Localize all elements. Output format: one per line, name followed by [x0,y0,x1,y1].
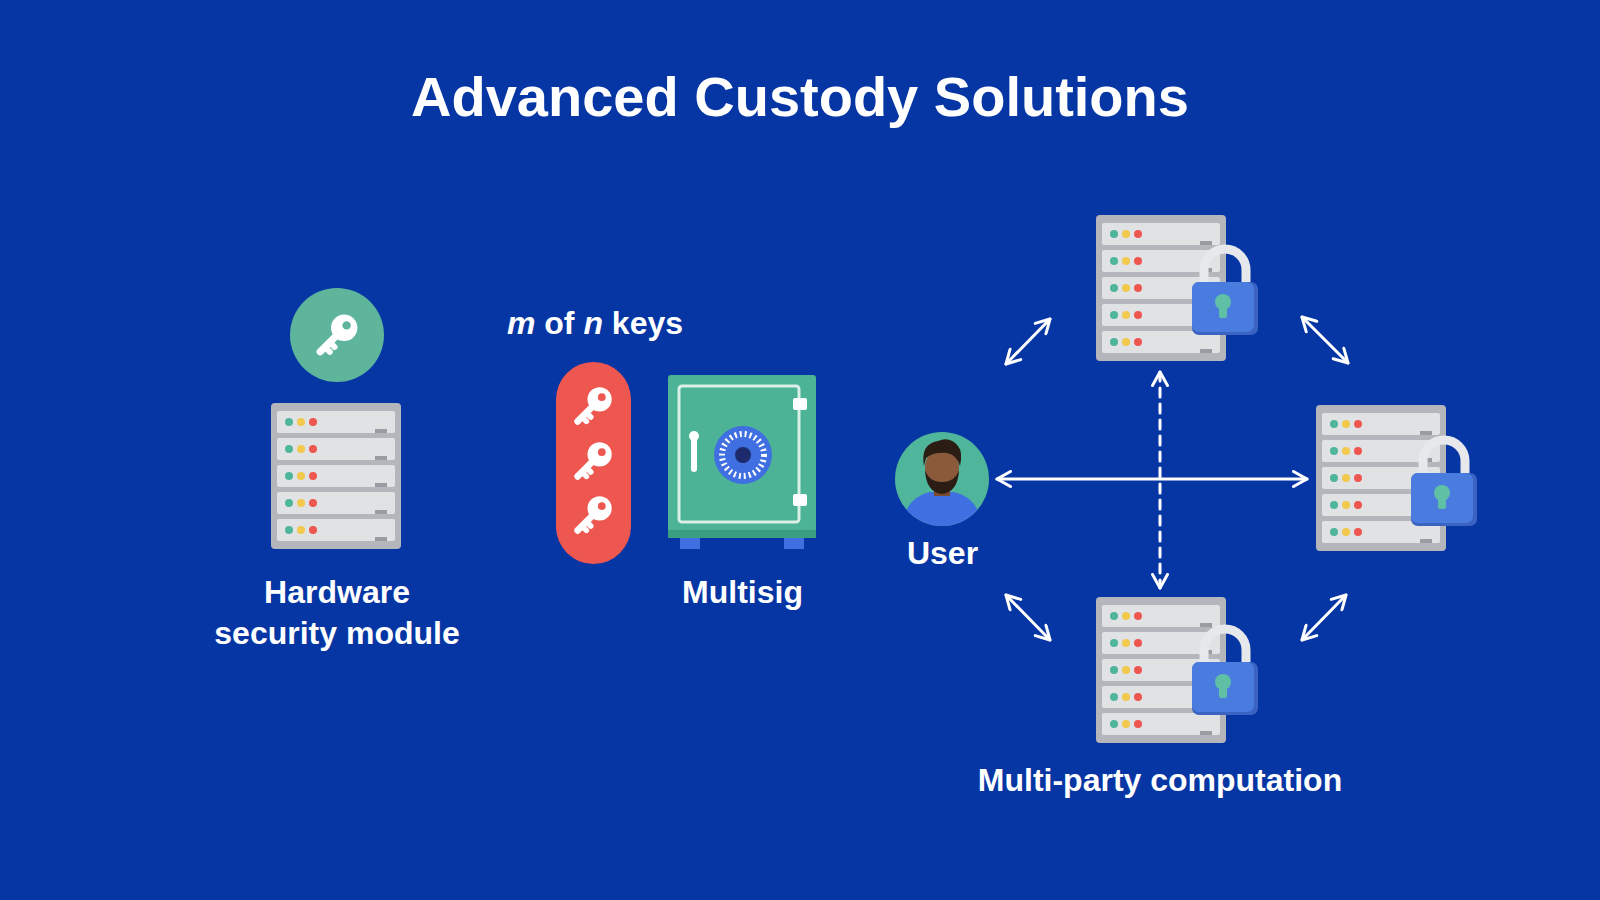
double-arrow [1302,317,1348,363]
safe-dial-core [735,447,751,463]
double-arrow [997,478,1307,481]
server-rack [271,403,401,549]
padlock [1192,249,1258,335]
node-label: User [890,533,995,574]
safe-dial [714,426,772,484]
safe-base [668,530,816,538]
node-label: Hardware security module [206,572,468,654]
safe-handle [691,436,697,472]
avatar-person [900,439,984,530]
key-icon [578,496,612,530]
safe-dial-ticks [722,434,764,476]
dashed-double-arrow [1159,372,1162,588]
key-icon [578,387,612,421]
italic-letter: n [583,305,603,341]
mpc-arrows [997,317,1348,640]
hsm-figure [271,288,401,549]
avatar-hair [923,439,961,466]
double-arrow [1006,595,1050,640]
key-icon [320,315,357,352]
safe-door [679,386,799,522]
avatar-beard [925,470,959,494]
diagram-title: Advanced Custody Solutions [0,60,1600,134]
safe-hinge [793,398,807,410]
key-icon [578,442,612,476]
safe-hinge [793,494,807,506]
safe-body [668,375,816,538]
key-pill [556,362,631,564]
padlock [1192,629,1258,715]
figure-node: m of n keys [495,300,695,570]
double-arrow [1006,319,1050,364]
safe-figure [668,375,816,549]
keys-figure [556,362,631,564]
section-label: Multi-party computation [978,760,1342,800]
padlock [1411,440,1477,526]
figure-node: User [890,428,995,578]
user-avatar [895,432,989,530]
node-label: Multisig [660,572,825,613]
italic-letter: m [507,305,535,341]
safe-dial-inner [730,442,756,468]
figure-node: Multisig [660,368,825,618]
double-arrow [1302,595,1346,640]
figure-node: Hardware security module [206,282,468,662]
key-badge [290,288,384,382]
node-label: m of n keys [495,303,695,344]
avatar-shirt [900,492,984,530]
